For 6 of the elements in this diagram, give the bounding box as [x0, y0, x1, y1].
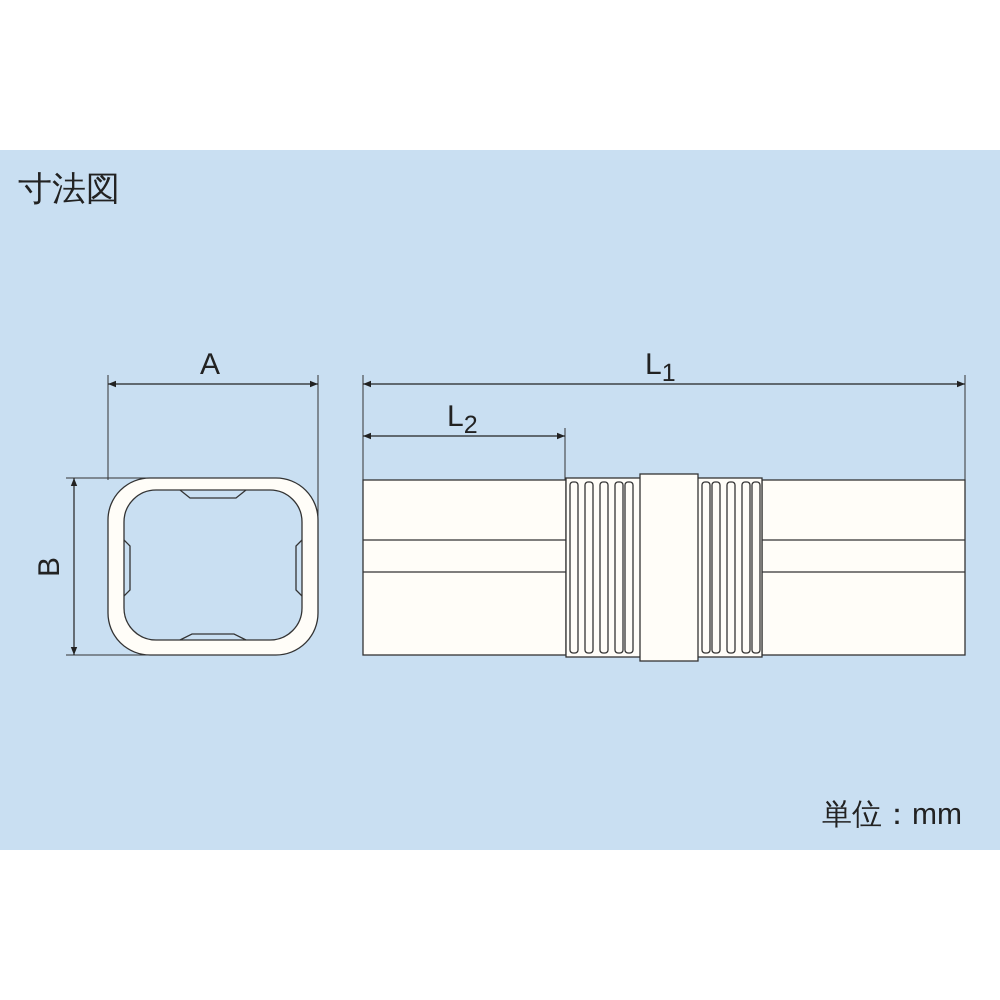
diagram-title: 寸法図	[18, 172, 120, 206]
dimension-label: A	[200, 350, 220, 380]
unit-note: 単位：mm	[822, 800, 962, 830]
dimension-label: B	[35, 557, 65, 577]
dimension-label: L$_{1}$	[645, 350, 676, 386]
dimension-label: L$_{2}$	[447, 402, 478, 438]
